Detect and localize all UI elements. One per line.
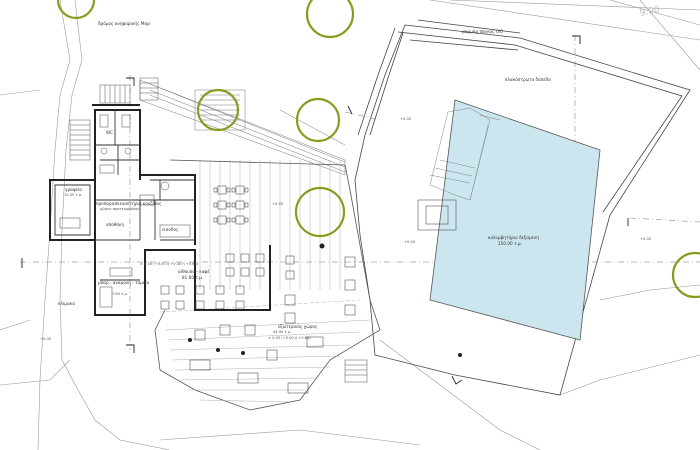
terrace-level-label: ± 0.00 (+0.00 ή +0.60)	[268, 336, 311, 340]
pool-enclosure	[354, 19, 691, 396]
terrace-label: εξωτερικός χώρος	[278, 324, 318, 329]
level-tag-2: +0.00	[404, 240, 416, 244]
cafe-level-label: ± 0.00 (+0.00 ή +0.40 ή +0.60)	[140, 262, 199, 266]
tree-terrace	[294, 186, 346, 238]
kitchen-label: προπαρασκευαστήριο κουζίνας	[96, 201, 162, 206]
tree-mid-center	[295, 97, 341, 143]
storage-label: αποθήκη	[106, 222, 125, 227]
terrace-area-label: 44.90 τ.μ.	[273, 330, 292, 334]
office-label: γραφείο	[65, 187, 82, 192]
pool-edge-label: μαρμάρ πάγκος 0/0	[462, 29, 503, 34]
deck-label: πλακόστρωτο δάπεδο	[505, 77, 551, 82]
tree-mid-left	[196, 88, 240, 132]
building-walls	[49, 104, 271, 316]
stair-label: κλίμακα	[58, 301, 76, 306]
level-tag-1: +0.00	[272, 202, 284, 206]
pool-area-label: 150.00 τ.μ.	[498, 241, 522, 246]
diagonal-deck	[139, 79, 346, 176]
terrace-deck	[154, 159, 381, 411]
stairs	[69, 77, 368, 383]
cafe-area-label: 81.60 τ.μ.	[182, 275, 204, 280]
level-tag-4: +0.00	[400, 117, 412, 121]
kitchen-sub-label: χώρος προετοιμασίας	[100, 207, 140, 211]
pool-water	[429, 99, 601, 341]
pool-label: κολυμβητήριο δεξαμενή	[488, 235, 539, 240]
level-tag-3: +0.00	[640, 237, 652, 241]
trees	[56, 0, 700, 299]
pump-room	[417, 199, 457, 231]
fixtures	[59, 114, 191, 308]
tree-top-center	[305, 0, 355, 39]
wc-label: WC	[106, 130, 114, 135]
bar-label: μπαρ - αναμονή - ταμείο	[98, 280, 150, 285]
cafe-hall-label: αίθουσα - καφέ	[178, 269, 210, 274]
tree-right-edge	[671, 251, 700, 299]
column-markers	[188, 243, 462, 357]
level-tag-5: +0.00	[40, 337, 52, 341]
office-area-label: 15.00 τ.μ.	[64, 193, 83, 197]
dining-tables	[160, 185, 356, 394]
entry-label: είσοδος	[162, 227, 179, 232]
interior-walls	[54, 110, 195, 281]
axis-lines	[20, 35, 700, 350]
section-markers	[21, 35, 629, 385]
tree-top-left	[56, 0, 96, 20]
road-label: δρόμος ανηφορικής Μαρ	[98, 21, 150, 26]
bar-area-label: 7.80 τ.μ.	[112, 292, 128, 296]
